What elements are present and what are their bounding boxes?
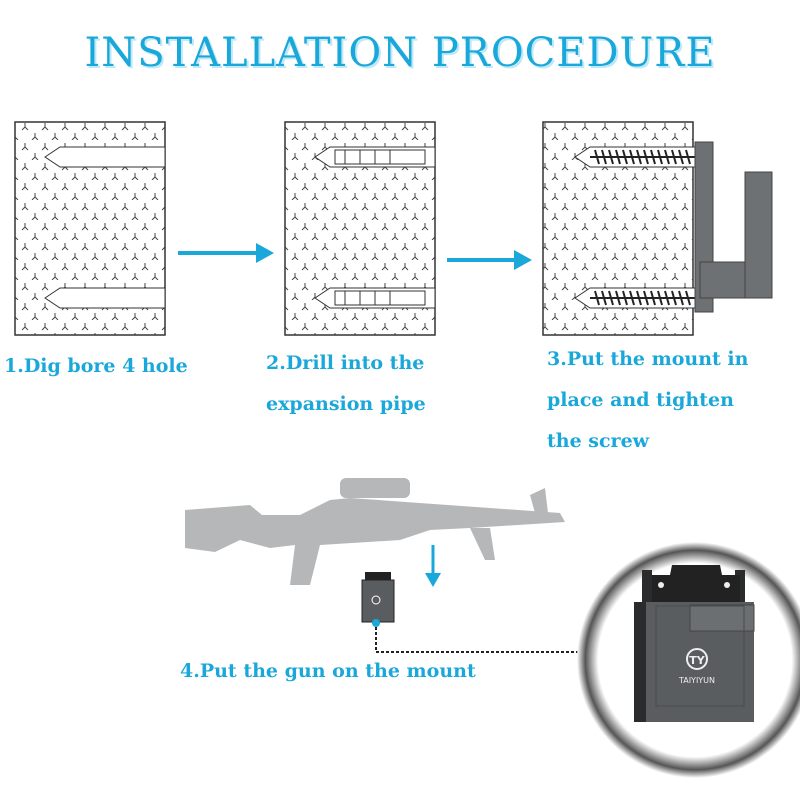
step-3-caption: 3.Put the mount in place and tighten the… [547, 339, 748, 462]
expansion-pipe-bottom [334, 290, 426, 306]
step-3-line-2: place and tighten [547, 389, 734, 411]
wall-panel-3 [542, 121, 773, 336]
rifle-silhouette [185, 478, 565, 585]
step-2-line-2: expansion pipe [266, 393, 426, 415]
step-3-line-1: 3.Put the mount in [547, 348, 749, 370]
bore-hole-top [44, 146, 166, 168]
svg-text:TY: TY [689, 654, 706, 667]
screw-bottom [590, 290, 700, 306]
screw-top [590, 149, 700, 165]
mount-closeup: TY TAIYIYUN [577, 542, 800, 778]
callout-dot [372, 619, 380, 627]
mount-small [361, 572, 395, 623]
step-2-line-1: 2.Drill into the [266, 352, 425, 374]
wall-panel-1 [14, 121, 166, 336]
step-2-caption: 2.Drill into the expansion pipe [266, 343, 426, 425]
step-1-line-1: 1.Dig bore 4 hole [4, 355, 188, 377]
brand-label: TAIYIYUN [678, 676, 715, 685]
page-title: INSTALLATION PROCEDURE [84, 30, 716, 76]
arrow-down [425, 545, 441, 587]
step-3-line-3: the screw [547, 430, 650, 452]
wall-panel-2 [284, 121, 436, 336]
step-4-line-1: 4.Put the gun on the mount [180, 660, 476, 682]
arrow-right-2 [447, 250, 532, 270]
expansion-pipe-top [334, 149, 426, 165]
bore-hole-bottom [44, 287, 166, 309]
callout-line [375, 627, 588, 653]
step-1-caption: 1.Dig bore 4 hole [4, 346, 188, 387]
wall-mount-side [694, 141, 773, 313]
step-4-caption: 4.Put the gun on the mount [180, 651, 476, 692]
arrow-right-1 [178, 243, 274, 263]
